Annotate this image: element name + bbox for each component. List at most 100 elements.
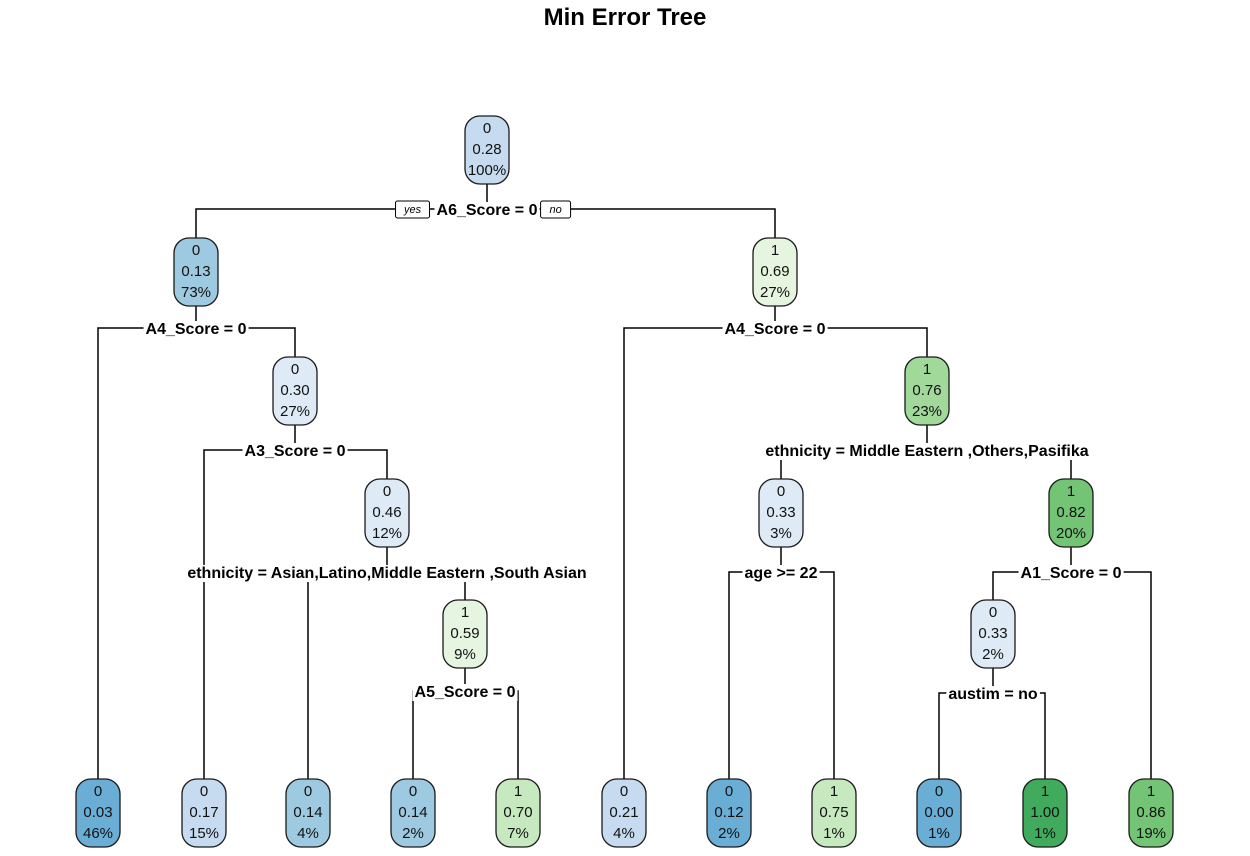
node-box [758, 478, 804, 548]
node-box [364, 478, 410, 548]
split-label-n5: A3_Score = 0 [245, 443, 346, 460]
node-class: 1 [1147, 783, 1155, 800]
node-box [706, 778, 752, 848]
tree-node-n22: 00.144% [285, 778, 331, 848]
branch-tag-no [540, 200, 572, 219]
node-pct: 20% [1056, 525, 1086, 542]
node-prob: 0.59 [450, 625, 479, 642]
node-box [970, 599, 1016, 669]
node-prob: 0.46 [372, 504, 401, 521]
branch-label-no: no [549, 204, 561, 216]
node-prob: 1.00 [1030, 804, 1059, 821]
tree-node-n61: 11.001% [1022, 778, 1068, 848]
node-prob: 0.00 [924, 804, 953, 821]
edge-branch [992, 571, 1152, 779]
node-prob: 0.14 [398, 804, 427, 821]
node-pct: 27% [280, 403, 310, 420]
branch-tag-yes [395, 200, 431, 219]
node-box [272, 356, 318, 426]
node-box [811, 778, 857, 848]
tree-node-n14: 00.333% [758, 478, 804, 548]
tree-node-n5: 0 0.30 27% [272, 356, 318, 426]
node-box [181, 778, 227, 848]
node-pct: 100% [468, 162, 506, 179]
node-class: 0 [620, 783, 628, 800]
node-class: 0 [935, 783, 943, 800]
node-box [285, 778, 331, 848]
node-pct: 2% [718, 825, 740, 842]
node-prob: 0.70 [503, 804, 532, 821]
node-box [1022, 778, 1068, 848]
node-pct: 46% [83, 825, 113, 842]
node-box [173, 237, 219, 307]
node-class: 0 [291, 361, 299, 378]
node-class: 1 [514, 783, 522, 800]
node-class: 0 [409, 783, 417, 800]
node-class: 0 [725, 783, 733, 800]
split-label-bg [1018, 565, 1124, 582]
edge-branch [623, 327, 928, 779]
tree-node-n47: 10.707% [495, 778, 541, 848]
split-label-bg [242, 443, 348, 460]
node-prob: 0.12 [714, 804, 743, 821]
tree-node-n30: 0 0.33 2% [970, 599, 1016, 669]
node-pct: 27% [760, 284, 790, 301]
node-class: 0 [200, 783, 208, 800]
node-prob: 0.86 [1136, 804, 1165, 821]
split-label-bg [946, 686, 1040, 703]
node-class: 1 [830, 783, 838, 800]
edge-branch [412, 690, 519, 779]
node-class: 1 [1067, 483, 1075, 500]
node-pct: 19% [1136, 825, 1166, 842]
edge-branch [307, 571, 466, 779]
node-prob: 0.14 [293, 804, 322, 821]
node-class: 0 [383, 483, 391, 500]
node-prob: 0.30 [280, 382, 309, 399]
tree-node-n28: 0 0.12 2% [706, 778, 752, 848]
node-class: 0 [777, 483, 785, 500]
node-pct: 1% [823, 825, 845, 842]
node-box [904, 356, 950, 426]
split-label-n1: A6_Score = 0 [437, 202, 538, 219]
split-label-n30: austim = no [948, 686, 1038, 703]
node-box [601, 778, 647, 848]
split-label-n23: A5_Score = 0 [415, 684, 516, 701]
node-class: 0 [192, 242, 200, 259]
node-prob: 0.21 [609, 804, 638, 821]
node-class: 0 [94, 783, 102, 800]
node-prob: 0.75 [819, 804, 848, 821]
node-prob: 0.33 [978, 625, 1007, 642]
edge-branch [728, 571, 835, 779]
tree-node-n46: 00.142% [390, 778, 436, 848]
node-pct: 3% [770, 525, 792, 542]
node-pct: 4% [613, 825, 635, 842]
node-prob: 0.76 [912, 382, 941, 399]
split-label-n3: A4_Score = 0 [725, 321, 826, 338]
node-class: 0 [304, 783, 312, 800]
split-label-bg [722, 321, 828, 338]
tree-node-n23: 10.599% [442, 599, 488, 669]
node-class: 0 [989, 604, 997, 621]
node-box [1048, 478, 1094, 548]
node-class: 1 [1041, 783, 1049, 800]
tree-node-n60: 00.001% [916, 778, 962, 848]
node-prob: 0.69 [760, 263, 789, 280]
split-label-n14: age >= 22 [745, 565, 818, 582]
node-box [495, 778, 541, 848]
node-pct: 2% [982, 646, 1004, 663]
split-label-bg [185, 565, 589, 582]
node-pct: 15% [189, 825, 219, 842]
node-class: 1 [461, 604, 469, 621]
tree-node-n6: 0 0.21 4% [601, 778, 647, 848]
split-label-bg [742, 565, 820, 582]
split-label-n7: ethnicity = Middle Eastern ,Others,Pasif… [765, 443, 1088, 460]
split-label-bg [434, 202, 540, 219]
tree-node-n31: 1 0.86 19% [1128, 778, 1174, 848]
